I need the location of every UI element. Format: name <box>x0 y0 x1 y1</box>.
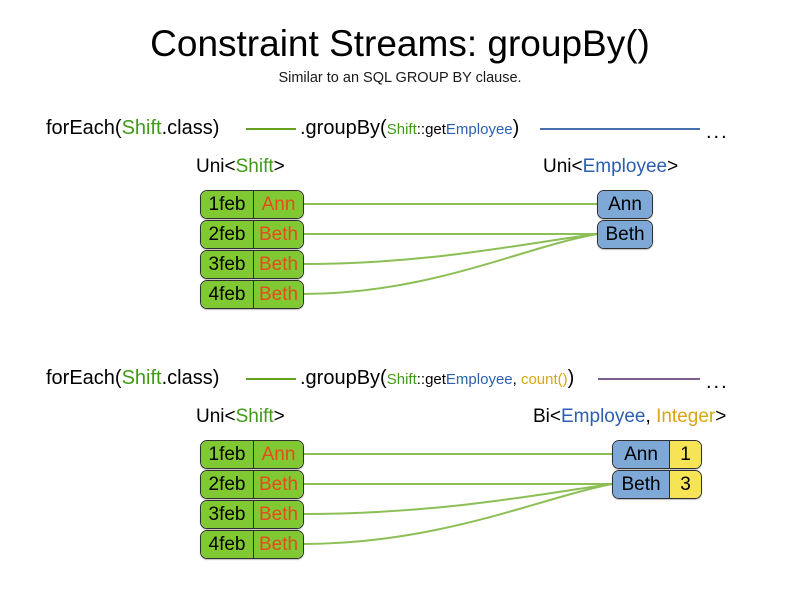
shift-employee-cell: Beth <box>253 221 303 248</box>
foreach-prefix: forEach( <box>46 367 122 389</box>
caption-right-type-1: Employee <box>582 156 668 177</box>
employee-name-cell: Beth <box>613 471 669 498</box>
caption-right-type2-2: Integer <box>656 406 716 427</box>
shift-row[interactable]: 3feb Beth <box>200 500 304 529</box>
shift-date-cell: 2feb <box>201 471 253 498</box>
caption-left-prefix-2: Uni< <box>196 406 236 427</box>
groupby-arg-comma: , <box>512 371 521 388</box>
groupby-arg-count: count() <box>520 371 568 388</box>
shift-employee-cell: Beth <box>253 531 303 558</box>
shift-date-cell: 1feb <box>201 441 253 468</box>
employee-name-cell: Ann <box>598 191 652 218</box>
caption-left-1: Uni<Shift> <box>196 155 285 179</box>
employee-name-cell: Beth <box>598 221 652 248</box>
caption-left-type-2: Shift <box>235 406 274 427</box>
caption-left-prefix-1: Uni< <box>196 156 236 177</box>
caption-right-1: Uni<Employee> <box>543 155 678 179</box>
groupby-prefix: .groupBy( <box>300 367 387 389</box>
caption-right-type-2: Employee <box>561 406 646 427</box>
groupby-arg-sep: ::get <box>416 121 446 138</box>
groupby-arg-sep: ::get <box>416 371 446 388</box>
groupby-arg-prop: Employee <box>445 371 513 388</box>
page-subtitle: Similar to an SQL GROUP BY clause. <box>278 70 522 86</box>
shift-date-cell: 3feb <box>201 501 253 528</box>
shift-employee-cell: Ann <box>253 441 303 468</box>
foreach-suffix: .class) <box>161 117 220 139</box>
page-title: Constraint Streams: groupBy() <box>150 23 650 64</box>
shift-row[interactable]: 1feb Ann <box>200 440 304 469</box>
ellipsis-1: ... <box>706 121 729 143</box>
shift-row[interactable]: 2feb Beth <box>200 220 304 249</box>
shift-employee-cell: Beth <box>253 251 303 278</box>
foreach-prefix: forEach( <box>46 117 122 139</box>
employee-count-cell: 1 <box>669 441 701 468</box>
groupby-arg-class: Shift <box>386 121 417 138</box>
shift-employee-cell: Ann <box>253 191 303 218</box>
edge2-3feb-beth <box>301 483 613 515</box>
connector-groupby-to-ellipsis-2 <box>598 378 700 380</box>
foreach-suffix: .class) <box>161 367 220 389</box>
employee-row[interactable]: Beth <box>597 220 653 249</box>
edge-4feb-beth <box>301 233 598 295</box>
shift-employee-cell: Beth <box>253 471 303 498</box>
code-line-1: forEach(Shift.class) <box>46 115 219 141</box>
caption-left-type-1: Shift <box>235 156 274 177</box>
groupby-arg-prop: Employee <box>445 121 513 138</box>
caption-right-mid-2: , <box>645 406 657 427</box>
employee-count-row[interactable]: Beth 3 <box>612 470 702 499</box>
groupby-suffix: ) <box>567 367 575 389</box>
foreach-type-shift: Shift <box>121 117 162 139</box>
shift-employee-cell: Beth <box>253 281 303 308</box>
shift-row[interactable]: 4feb Beth <box>200 280 304 309</box>
edge-3feb-beth <box>301 233 598 265</box>
shift-date-cell: 3feb <box>201 251 253 278</box>
shift-date-cell: 4feb <box>201 281 253 308</box>
shift-row[interactable]: 4feb Beth <box>200 530 304 559</box>
shift-date-cell: 1feb <box>201 191 253 218</box>
groupby-suffix: ) <box>512 117 520 139</box>
employee-name-cell: Ann <box>613 441 669 468</box>
groupby-arg-class: Shift <box>386 371 417 388</box>
connector-foreach-to-groupby-1 <box>246 128 296 130</box>
groupby-prefix: .groupBy( <box>300 117 387 139</box>
code-groupby-1: .groupBy(Shift::getEmployee) <box>300 115 519 143</box>
employee-count-cell: 3 <box>669 471 701 498</box>
ellipsis-2: ... <box>706 371 729 393</box>
caption-right-suffix-1: > <box>667 156 679 177</box>
shift-row[interactable]: 1feb Ann <box>200 190 304 219</box>
caption-left-suffix-1: > <box>273 156 285 177</box>
employee-row[interactable]: Ann <box>597 190 653 219</box>
shift-employee-cell: Beth <box>253 501 303 528</box>
connector-foreach-to-groupby-2 <box>246 378 296 380</box>
caption-left-suffix-2: > <box>273 406 285 427</box>
code-groupby-2: .groupBy(Shift::getEmployee, count()) <box>300 365 574 393</box>
caption-right-prefix-1: Uni< <box>543 156 583 177</box>
employee-count-row[interactable]: Ann 1 <box>612 440 702 469</box>
caption-left-2: Uni<Shift> <box>196 405 285 429</box>
foreach-type-shift: Shift <box>121 367 162 389</box>
edge2-4feb-beth <box>301 483 613 545</box>
caption-right-prefix-2: Bi< <box>533 406 561 427</box>
caption-right-2: Bi<Employee, Integer> <box>533 405 726 429</box>
caption-right-suffix-2: > <box>715 406 727 427</box>
connector-groupby-to-ellipsis-1 <box>540 128 700 130</box>
shift-row[interactable]: 3feb Beth <box>200 250 304 279</box>
code-line-2: forEach(Shift.class) <box>46 365 219 391</box>
shift-row[interactable]: 2feb Beth <box>200 470 304 499</box>
shift-date-cell: 4feb <box>201 531 253 558</box>
shift-date-cell: 2feb <box>201 221 253 248</box>
